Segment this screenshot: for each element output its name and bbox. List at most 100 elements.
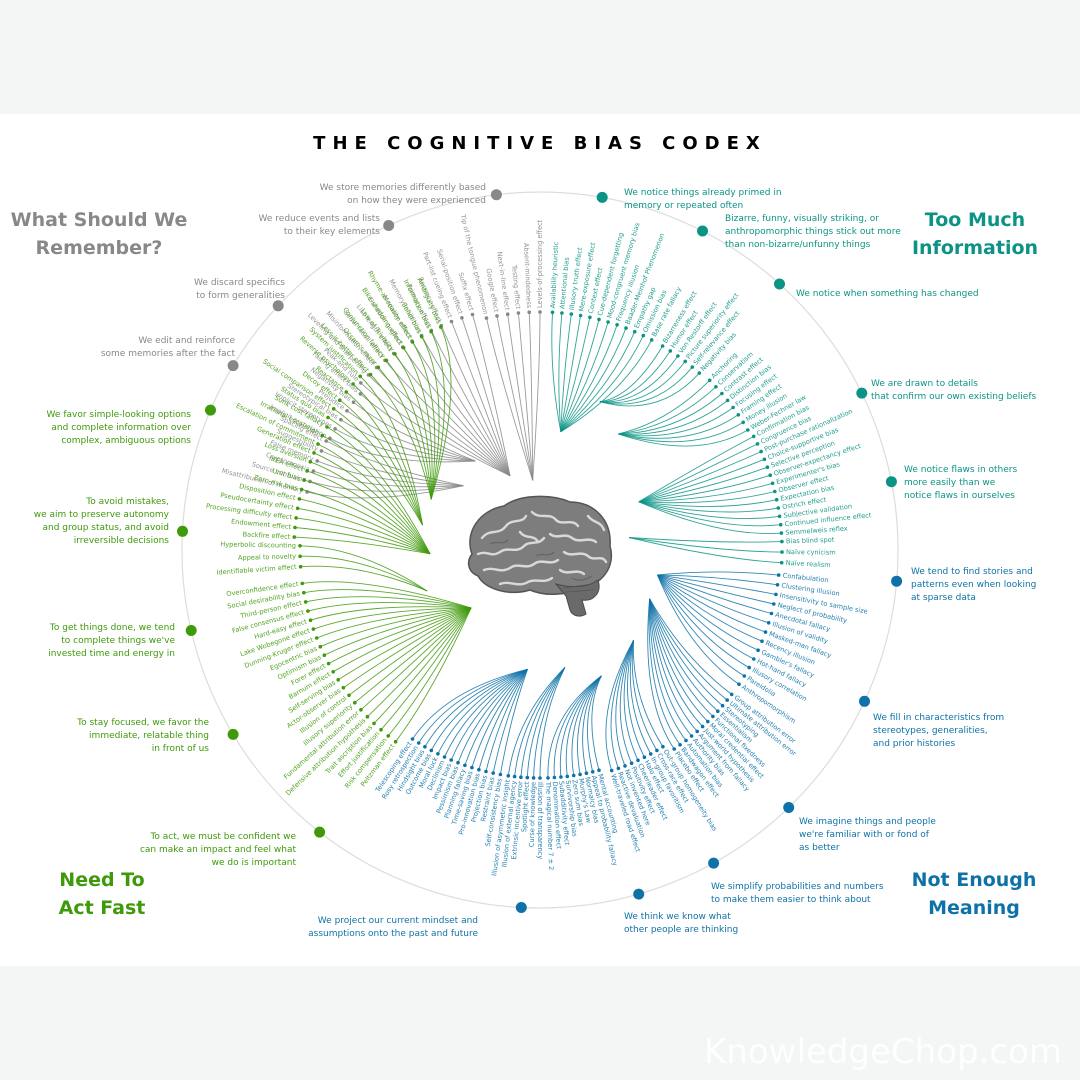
bias-node [401,345,406,350]
bias-node [759,449,763,454]
bias-node [384,358,389,363]
bias-branch [296,517,431,555]
bias-node [294,516,298,520]
bias-node [538,310,542,314]
bias-node [769,611,774,616]
bias-branch [430,668,528,751]
bias-branch [514,667,566,777]
bias-node [588,315,592,320]
bias-branch [346,391,424,526]
bias-node [616,766,621,771]
bias-branch [450,668,528,761]
bias-fans: Levels-of-processing effectAbsent-minded… [206,213,873,877]
bias-branch [496,315,534,481]
bias-branch [638,501,782,534]
bias-branch [327,417,423,526]
bias-branch [412,668,528,740]
bias-branch [629,640,652,755]
bias-node [297,497,302,501]
bias-branch [507,667,566,776]
bias-node [776,573,781,577]
bias-node [766,621,771,625]
category-dot [227,728,239,740]
quadrant-title-line: Remember? [35,237,163,259]
bias-branch [649,598,703,727]
bias-branch [387,607,472,737]
bias-node [299,487,304,492]
bias-branch [560,327,627,433]
bias-branch [638,482,773,503]
bias-node [429,748,434,753]
bias-node [293,525,297,530]
bias-node [306,609,310,613]
category-dot [272,300,284,312]
category-label: We tend to find stories and patterns eve… [911,567,1037,603]
bias-branch [320,607,472,648]
bias-branch [517,312,534,481]
category-dot [891,575,903,587]
bias-node [661,744,665,749]
bias-node [463,763,467,768]
bias-label: Illusion of transparency [536,782,544,859]
bias-branch [472,314,511,476]
quadrant-title-line: Not Enough [911,869,1037,891]
bias-node [565,774,570,779]
category-dot [885,476,897,488]
bias-label: Naïve realism [785,559,830,569]
bias-node [736,413,741,417]
bias-node [683,359,687,364]
bias-branch [334,428,476,462]
watermark: KnowledgeChop.com [704,1032,1062,1072]
bias-node [376,365,381,370]
bias-branch [328,607,472,664]
bias-branch [599,345,663,403]
bias-node [550,310,555,315]
category-dot [856,387,868,399]
bias-node [359,381,363,385]
bias-branch [547,675,602,778]
bias-node [624,326,628,330]
bias-node [752,657,756,661]
quadrant-title-memory: What Should We Remember? [8,206,190,262]
bias-node [629,761,634,765]
bias-label: Curse of knowledge [528,782,538,847]
bias-branch [560,317,591,432]
category-dot [783,802,795,813]
category-label: We fill in characteristics from stereoty… [873,713,1005,749]
bias-node [742,674,747,678]
bias-branch [507,314,534,481]
category-dot [177,525,188,537]
bias-branch [373,607,472,724]
bias-branch [486,317,534,481]
bias-node [358,392,363,396]
bias-node [331,407,336,411]
category-label: To get things done, we tend to complete … [48,623,175,659]
bias-branch [368,374,511,477]
bias-branch [354,607,472,704]
quadrant-title-line: Need To [59,869,145,891]
bias-node [325,425,329,429]
bias-node [322,653,327,657]
category-label: To stay focused, we favor the immediate,… [77,718,209,754]
bias-branch [657,574,769,624]
bias-branch [457,668,528,763]
bias-node [298,544,302,548]
bias-branch [657,574,763,642]
bias-branch [628,537,782,564]
bias-node [569,312,574,316]
bias-branch [591,675,602,771]
bias-node [552,775,557,780]
category-label: To avoid mistakes, we aim to preserve au… [33,497,169,546]
bias-node [484,316,489,320]
bias-branch [631,640,658,751]
bias-branch [560,319,600,432]
bias-branch [492,669,528,774]
bias-branch [629,537,783,553]
bias-node [308,460,313,464]
bias-node [419,334,424,339]
bias-node [333,427,337,431]
quadrant-title-meaning: Not Enough Meaning [898,866,1050,922]
bias-branch [599,372,700,407]
bias-node [729,692,734,697]
